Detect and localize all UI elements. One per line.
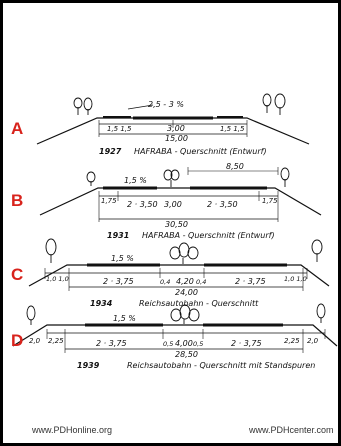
section-b-drawing [39,167,322,222]
dimension-label: 2 · 3,50 [127,200,158,209]
dimension-label: 30,50 [165,220,188,229]
section-c-drawing [28,238,330,291]
tree-icon [73,97,93,115]
tree-icon [86,171,96,186]
tree-icon [163,169,180,187]
dimension-label: 1,0 1,0 [46,275,69,283]
slope-label: 1,5 % [124,176,147,185]
dimension-label: 2 · 3,75 [103,277,134,286]
dimension-label: 2 · 3,75 [235,277,266,286]
section-caption: Reichsautobahn - Querschnitt [139,299,259,308]
dimension-label: 3,00 [164,200,182,209]
cross-sections-diagram: A 2,5 - 3 % 1,5 1,5 3,00 1,5 1,5 15,00 1… [11,93,338,435]
section-d-drawing [12,303,338,353]
dimension-label: 0,4 [160,278,170,286]
slope-label: 2,5 - 3 % [148,100,184,109]
section-year: 1927 [99,147,122,156]
tree-icon [45,238,57,263]
section-letter: B [11,191,23,210]
tree-icon [170,304,200,324]
dimension-label: 4,00 [175,339,193,348]
dimension-label: 2,0 [29,337,41,345]
section-letter: C [11,265,23,284]
section-letter: D [11,331,23,350]
tree-icon [311,239,323,262]
slope-label: 1,5 % [111,254,134,263]
section-caption: Reichsautobahn - Querschnitt mit Standsp… [127,361,315,370]
dimension-label: 28,50 [175,350,198,359]
section-letter: A [11,119,23,138]
footer-left-url[interactable]: www.PDHonline.org [31,425,112,435]
dimension-label: 24,00 [175,288,198,297]
dimension-label: 8,50 [226,162,244,171]
footer-right-url[interactable]: www.PDHcenter.com [248,425,334,435]
section-year: 1939 [77,361,100,370]
dimension-label: 1,75 [262,197,278,205]
section-year: 1931 [107,231,129,240]
dimension-label: 3,00 [167,124,185,133]
tree-icon [26,305,36,325]
dimension-label: 2 · 3,75 [231,339,262,348]
dimension-label: 1,5 1,5 [220,125,245,133]
dimension-label: 2,25 [284,337,300,345]
dimension-label: 15,00 [165,134,188,143]
dimension-label: 2 · 3,50 [207,200,238,209]
dimension-label: 4,20 [176,277,194,286]
dimension-label: 1,5 1,5 [107,125,132,133]
dimension-label: 0,5 [163,340,173,348]
tree-icon [262,93,286,115]
section-caption: HAFRABA - Querschnitt (Entwurf) [142,231,275,240]
tree-icon [316,303,326,323]
slope-label: 1,5 % [113,314,136,323]
dimension-label: 0,5 [193,340,203,348]
tree-icon [169,242,199,264]
section-year: 1934 [90,299,113,308]
section-caption: HAFRABA - Querschnitt (Entwurf) [134,147,267,156]
section-a-drawing [36,93,310,145]
tree-icon [280,167,290,187]
dimension-label: 2,0 [307,337,319,345]
dimension-label: 1,75 [101,197,117,205]
dimension-label: 2,25 [48,337,64,345]
dimension-label: 1,0 1,0 [284,275,307,283]
dimension-label: 0,4 [196,278,206,286]
dimension-label: 2 · 3,75 [96,339,127,348]
